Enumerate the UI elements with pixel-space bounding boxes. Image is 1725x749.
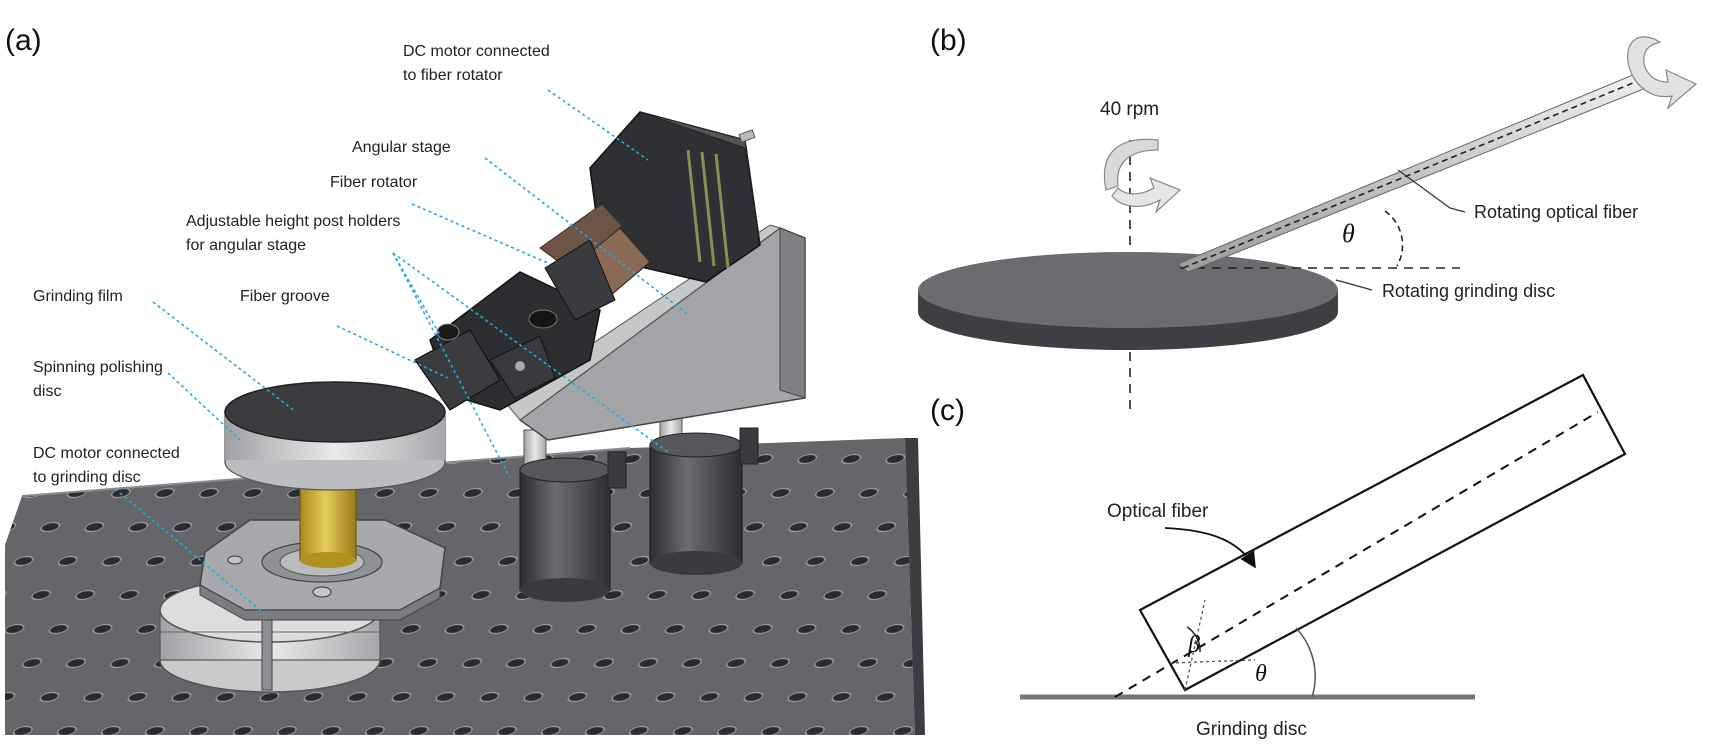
- theta-arc-c: [1295, 627, 1316, 698]
- label-optical-fiber: Optical fiber: [1107, 501, 1209, 522]
- label-fiber-rotator: Fiber rotator: [330, 174, 418, 191]
- optical-fiber-arrow: [1164, 527, 1256, 569]
- label-angular-stage: Angular stage: [352, 139, 451, 156]
- grinding-disc-b: [918, 252, 1338, 350]
- label-fiber-groove: Fiber groove: [240, 288, 330, 305]
- optical-fiber-outline: [1138, 373, 1627, 692]
- label-rotating-optical-fiber: Rotating optical fiber: [1474, 202, 1638, 222]
- label-dc-motor-rotator-line1: DC motor connected: [403, 43, 550, 60]
- beta-arc: [1186, 626, 1201, 653]
- callout-fiber: [1449, 207, 1466, 213]
- optical-table: [5, 438, 925, 735]
- panel-a-illustration: DC motor connected to fiber rotator Angu…: [5, 43, 925, 735]
- label-grinding-film: Grinding film: [33, 288, 123, 305]
- panel-b-label: (b): [930, 24, 967, 57]
- theta-symbol-c: θ: [1255, 661, 1267, 687]
- panel-c-label: (c): [930, 394, 965, 427]
- post-holders: [519, 409, 759, 602]
- panel-a-labels: DC motor connected to fiber rotator Angu…: [33, 43, 550, 486]
- disc-rotation-arrow: [1103, 138, 1182, 215]
- grinding-disc-motor: [159, 484, 446, 693]
- label-rotating-grinding-disc: Rotating grinding disc: [1382, 281, 1555, 301]
- fiber-rotator-body: [414, 203, 651, 411]
- label-post-holders-line2: for angular stage: [186, 237, 306, 254]
- label-polishing-disc-line1: Spinning polishing: [33, 359, 163, 376]
- label-dc-motor-disc-line2: to grinding disc: [33, 469, 141, 486]
- panel-a-leader-lines: [119, 89, 691, 616]
- rotating-optical-fiber-b: [1177, 71, 1647, 273]
- fiber-axis-dashed: [1114, 411, 1599, 698]
- horizontal-construction-line: [1169, 659, 1256, 664]
- panel-c-diagram: β θ Optical fiber Grinding disc: [1020, 373, 1627, 740]
- fiber-rotation-arrow: [1627, 36, 1698, 110]
- disc-speed-label: 40 rpm: [1100, 99, 1159, 120]
- label-post-holders-line1: Adjustable height post holders: [186, 213, 400, 230]
- label-grinding-disc: Grinding disc: [1196, 719, 1307, 740]
- beta-symbol: β: [1187, 632, 1200, 658]
- label-dc-motor-rotator-line2: to fiber rotator: [403, 67, 503, 84]
- polishing-disc: [224, 381, 446, 491]
- panel-b-diagram: θ 40 rpm Rotating optical fiber Rotating…: [918, 36, 1698, 410]
- panel-a-label: (a): [5, 24, 42, 57]
- theta-symbol-b: θ: [1342, 219, 1355, 248]
- callout-disc: [1335, 279, 1373, 291]
- label-polishing-disc-line2: disc: [33, 383, 61, 400]
- theta-arc-b: [1384, 210, 1404, 267]
- label-dc-motor-disc-line1: DC motor connected: [33, 445, 180, 462]
